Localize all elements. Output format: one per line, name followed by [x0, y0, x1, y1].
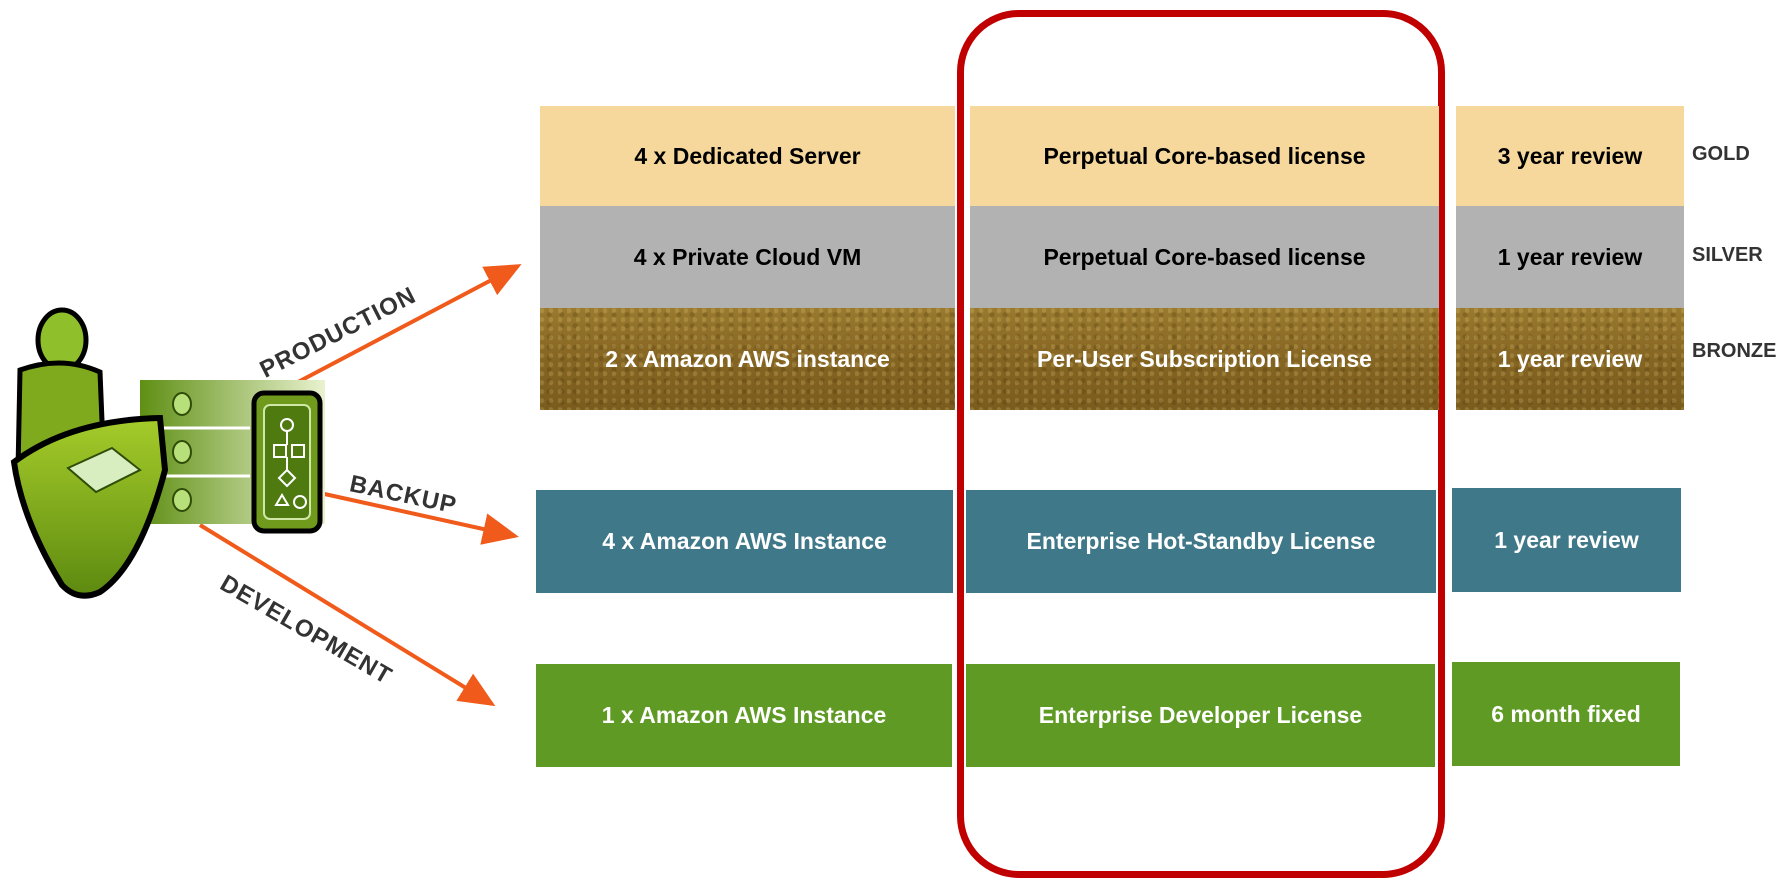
- bronze-resource-cell: 2 x Amazon AWS instance: [540, 308, 955, 410]
- bronze-license-cell: Per-User Subscription License: [970, 308, 1439, 410]
- gold-review-cell: 3 year review: [1456, 106, 1684, 206]
- dev-review-cell: 6 month fixed: [1452, 662, 1680, 766]
- silver-review-cell: 1 year review: [1456, 206, 1684, 308]
- backup-review-cell: 1 year review: [1452, 488, 1681, 592]
- development-arrow: [198, 523, 496, 707]
- backup-arrow: [319, 491, 519, 545]
- tier-label-gold: GOLD: [1692, 143, 1750, 165]
- bronze-review-cell: 1 year review: [1456, 308, 1684, 410]
- dev-resource-cell: 1 x Amazon AWS Instance: [536, 664, 952, 767]
- tier-label-silver: SILVER: [1692, 244, 1763, 266]
- backup-resource-cell: 4 x Amazon AWS Instance: [536, 490, 953, 593]
- silver-license-cell: Perpetual Core-based license: [970, 206, 1439, 308]
- gold-license-cell: Perpetual Core-based license: [970, 106, 1439, 206]
- backup-license-cell: Enterprise Hot-Standby License: [966, 490, 1436, 593]
- dev-license-cell: Enterprise Developer License: [966, 664, 1435, 767]
- gold-resource-cell: 4 x Dedicated Server: [540, 106, 955, 206]
- workflow-diagram-icon: [251, 390, 323, 534]
- license-column-highlight: [957, 10, 1445, 878]
- silver-resource-cell: 4 x Private Cloud VM: [540, 206, 955, 308]
- tier-label-bronze: BRONZE: [1692, 340, 1777, 362]
